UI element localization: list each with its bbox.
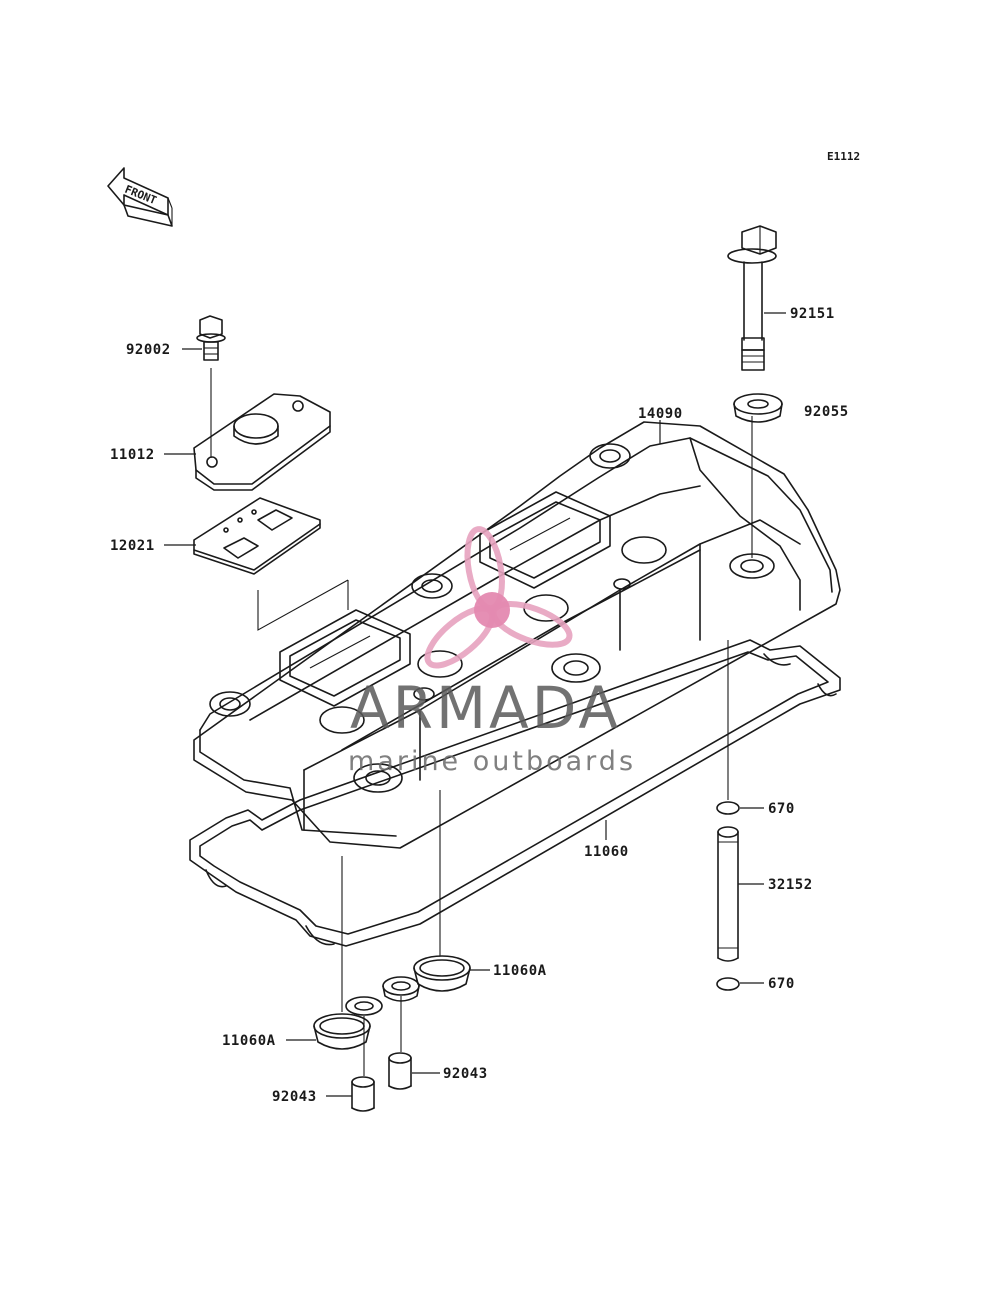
o-ring-670-bottom [716,977,740,991]
cover-11012 [193,393,331,491]
label-11060A-left: 11060A [222,1033,276,1049]
dowel-92043-right [388,1052,412,1090]
bolt-92151 [727,225,777,371]
label-670-bottom: 670 [768,976,795,992]
leader-lines [164,312,786,1097]
label-92002: 92002 [126,342,171,358]
pipe-32152 [717,826,739,962]
gasket-11060 [189,639,841,947]
label-92151: 92151 [790,306,835,322]
propeller-icon [424,526,573,669]
label-32152: 32152 [768,877,813,893]
label-11012: 11012 [110,447,155,463]
front-arrow-icon: FRONT [107,167,173,227]
label-92055: 92055 [804,404,849,420]
seal-11060A-right [413,955,471,992]
label-11060A-right: 11060A [493,963,547,979]
o-ring-670-top [716,801,740,815]
label-670-top: 670 [768,801,795,817]
washer-left [345,996,383,1016]
gasket-12021 [193,497,321,575]
watermark-logo: ARMADA marine outboards [348,526,636,777]
label-11060: 11060 [584,844,629,860]
watermark-brand: ARMADA [350,674,621,742]
bolt-92002 [196,315,226,361]
diagram-code: E1112 [827,150,860,163]
watermark-tagline: marine outboards [348,746,636,777]
seal-11060A-left [313,1013,371,1050]
label-12021: 12021 [110,538,155,554]
assembly-lines [210,368,753,1076]
label-92043-right: 92043 [443,1066,488,1082]
grommet-92055 [733,393,783,423]
dowel-92043-left [351,1076,375,1112]
label-92043-left: 92043 [272,1089,317,1105]
label-14090: 14090 [638,406,683,422]
